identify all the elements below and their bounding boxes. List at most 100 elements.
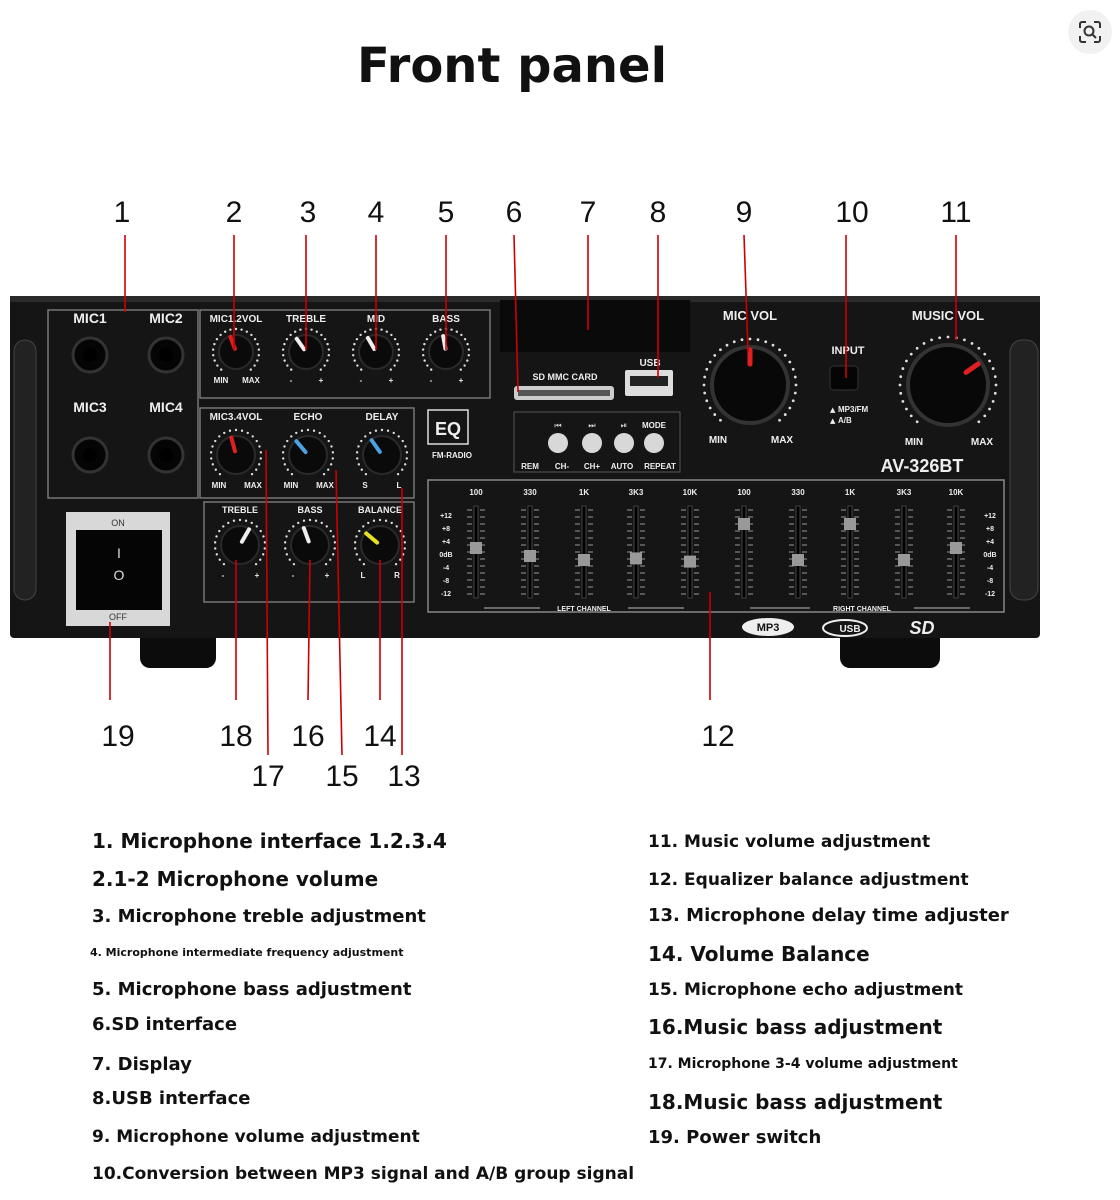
knob[interactable] [218, 334, 254, 370]
svg-text:L: L [397, 481, 402, 490]
svg-text:AUTO: AUTO [611, 462, 634, 471]
usb-label: USB [639, 358, 660, 369]
callout-number: 2 [226, 196, 243, 229]
svg-text:MAX: MAX [242, 376, 260, 385]
visual-search-button[interactable] [1068, 10, 1112, 54]
svg-text:MIC VOL: MIC VOL [723, 308, 777, 323]
legend-item: 2.1-2 Microphone volume [92, 867, 379, 891]
legend-item: 17. Microphone 3-4 volume adjustment [648, 1056, 958, 1072]
svg-text:+: + [255, 571, 260, 580]
svg-text:⏭: ⏭ [588, 421, 595, 430]
svg-text:MAX: MAX [316, 481, 334, 490]
callout-number: 1 [114, 196, 131, 229]
knob[interactable] [362, 435, 402, 475]
knob[interactable] [216, 435, 256, 475]
eq-slider[interactable] [898, 554, 910, 566]
svg-text:+12: +12 [440, 513, 452, 520]
svg-text:+: + [459, 376, 464, 385]
power-switch[interactable] [76, 530, 162, 610]
legend-item: 11. Music volume adjustment [648, 832, 931, 852]
callout-number: 17 [251, 760, 284, 793]
svg-text:ON: ON [111, 518, 125, 528]
display [500, 300, 690, 352]
eq-slider[interactable] [630, 552, 642, 565]
svg-text:MP3: MP3 [757, 622, 780, 634]
svg-text:LEFT CHANNEL: LEFT CHANNEL [557, 606, 611, 613]
mic-label: MIC2 [149, 310, 183, 326]
mic-label: MIC4 [149, 399, 183, 415]
input-select-button[interactable] [829, 365, 859, 391]
knob[interactable] [220, 525, 260, 565]
svg-text:3K3: 3K3 [629, 488, 644, 497]
callout-number: 3 [300, 196, 317, 229]
svg-text:+: + [319, 376, 324, 385]
svg-text:▲: ▲ [830, 417, 836, 425]
svg-text:▲: ▲ [830, 406, 836, 414]
legend-item: 16.Music bass adjustment [648, 1015, 943, 1039]
svg-text:-: - [222, 571, 225, 580]
transport-button[interactable] [644, 433, 664, 453]
knob[interactable] [290, 525, 330, 565]
callout-number: 9 [736, 196, 753, 229]
eq-slider[interactable] [950, 542, 962, 554]
knob-label: MIC3.4VOL [210, 412, 263, 423]
knob-label: MIC1.2VOL [210, 314, 263, 325]
callout-number: 12 [701, 720, 734, 753]
transport-button[interactable] [614, 433, 634, 453]
svg-text:CH-: CH- [555, 462, 570, 471]
svg-text:-4: -4 [987, 565, 993, 572]
callout-number: 8 [650, 196, 667, 229]
legend-item: 18.Music bass adjustment [648, 1090, 943, 1114]
eq-slider[interactable] [792, 554, 804, 566]
svg-text:MUSIC VOL: MUSIC VOL [912, 308, 984, 323]
legend-item: 19. Power switch [648, 1127, 822, 1148]
eq-slider[interactable] [684, 555, 696, 568]
callout-number: 19 [101, 720, 134, 753]
eq-slider[interactable] [578, 554, 590, 566]
svg-text:MIN: MIN [905, 437, 923, 448]
svg-text:330: 330 [791, 488, 805, 497]
svg-text:MIN: MIN [709, 435, 727, 446]
svg-text:3K3: 3K3 [897, 488, 912, 497]
callout-number: 15 [325, 760, 358, 793]
model-name: AV-326BT [881, 456, 964, 476]
knob-label: ECHO [294, 412, 323, 423]
callout-number: 5 [438, 196, 455, 229]
svg-text:OFF: OFF [109, 612, 127, 622]
volume-knob[interactable] [710, 345, 790, 425]
legend-item: 6.SD interface [92, 1014, 238, 1035]
eq-slider[interactable] [844, 518, 856, 530]
svg-text:+4: +4 [442, 539, 450, 546]
volume-knob[interactable] [906, 343, 990, 427]
legend-item: 15. Microphone echo adjustment [648, 980, 964, 1000]
svg-text:+8: +8 [986, 526, 994, 533]
mic-label: MIC3 [73, 399, 107, 415]
eq-slider[interactable] [470, 542, 482, 554]
svg-text:-12: -12 [441, 591, 451, 598]
lens-search-icon [1079, 21, 1101, 43]
knob-label: BASS [297, 505, 322, 515]
eq-logo [427, 409, 469, 445]
usb-logo [822, 619, 868, 637]
svg-text:1K: 1K [845, 488, 855, 497]
eq-slider[interactable] [738, 518, 750, 530]
transport-button[interactable] [548, 433, 568, 453]
svg-text:⏮: ⏮ [554, 421, 561, 430]
svg-text:INPUT: INPUT [832, 345, 865, 357]
svg-text:S: S [362, 481, 368, 490]
legend-item: 14. Volume Balance [648, 942, 870, 966]
knob-label: DELAY [366, 412, 399, 423]
svg-text:100: 100 [737, 488, 751, 497]
svg-text:-8: -8 [443, 578, 449, 585]
callout-number: 16 [291, 720, 324, 753]
legend-item: 5. Microphone bass adjustment [92, 979, 412, 1000]
legend-item: 13. Microphone delay time adjuster [648, 905, 1009, 926]
svg-text:10K: 10K [949, 488, 964, 497]
svg-text:100: 100 [469, 488, 483, 497]
svg-text:-12: -12 [985, 591, 995, 598]
eq-slider[interactable] [524, 550, 536, 562]
svg-text:0dB: 0dB [983, 552, 996, 559]
transport-button[interactable] [582, 433, 602, 453]
svg-text:MIN: MIN [214, 376, 229, 385]
